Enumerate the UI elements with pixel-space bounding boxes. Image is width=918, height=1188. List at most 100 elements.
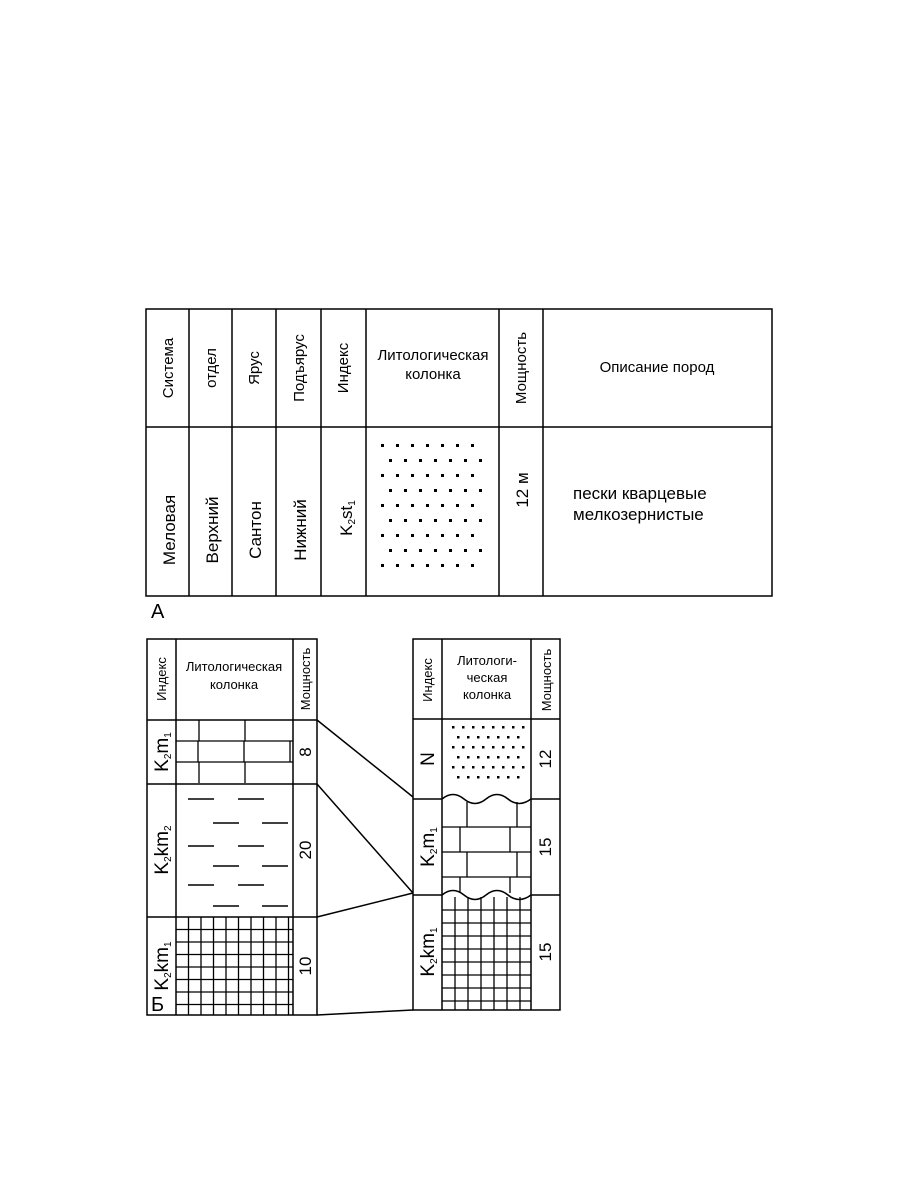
sand-dot: [487, 756, 490, 759]
sand-dot: [497, 736, 500, 739]
header-index: Индекс: [335, 342, 352, 393]
sand-dot: [404, 489, 407, 492]
chalk-grid-pattern: [442, 897, 531, 1010]
panel-a-label: А: [151, 601, 165, 623]
sand-dot: [502, 746, 505, 749]
sand-dot: [472, 726, 475, 729]
sand-dot: [381, 504, 384, 507]
header-stage: Ярус: [246, 351, 263, 385]
sand-dot: [464, 459, 467, 462]
sand-dot: [492, 726, 495, 729]
sand-dot: [497, 756, 500, 759]
sand-dot: [452, 746, 455, 749]
sand-dot: [434, 519, 437, 522]
sand-dot: [512, 726, 515, 729]
right-layer-2-index: K2m1: [418, 827, 440, 867]
cell-description-line2: мелкозернистые: [573, 505, 704, 524]
correlation-lines: [316, 719, 414, 1016]
sand-dot: [389, 459, 392, 462]
sand-dot: [472, 766, 475, 769]
sand-dot: [522, 766, 525, 769]
sand-dot: [479, 489, 482, 492]
sand-dot: [411, 474, 414, 477]
cell-thickness: 12 м: [513, 472, 532, 507]
sand-dot: [471, 474, 474, 477]
right-header-lithology-line1: Литологи-: [457, 653, 517, 668]
sand-dot: [502, 726, 505, 729]
sand-dot: [389, 489, 392, 492]
sand-dot: [467, 776, 470, 779]
unconformity-top: [441, 793, 532, 805]
right-layer-3-thickness: 15: [536, 943, 555, 962]
sand-dot: [456, 444, 459, 447]
panel-b-label: Б: [151, 994, 164, 1016]
sand-dot: [477, 776, 480, 779]
sand-dot: [487, 736, 490, 739]
sand-dot: [411, 534, 414, 537]
sand-dot: [404, 549, 407, 552]
right-header-thickness: Мощность: [539, 649, 554, 712]
left-layer-3-thickness: 10: [296, 957, 315, 976]
sand-dot: [449, 519, 452, 522]
sand-dot: [456, 474, 459, 477]
sand-dot: [381, 534, 384, 537]
right-layer-2-thickness: 15: [536, 838, 555, 857]
sand-dot: [419, 519, 422, 522]
sand-dot: [426, 504, 429, 507]
left-layer-2-thickness: 20: [296, 841, 315, 860]
sand-dot: [441, 534, 444, 537]
right-layer-3-index: K2km1: [418, 927, 440, 977]
sand-dot: [457, 756, 460, 759]
sand-dot: [449, 459, 452, 462]
sand-dot: [512, 746, 515, 749]
panel-a-table: Система отдел Ярус Подъярус Индекс Литол…: [145, 308, 773, 597]
sand-dot: [456, 564, 459, 567]
sand-dot: [471, 534, 474, 537]
sand-dot: [396, 564, 399, 567]
sand-dot: [419, 549, 422, 552]
sand-dot: [472, 746, 475, 749]
sand-dot: [426, 474, 429, 477]
sand-dot: [434, 549, 437, 552]
sand-dot: [467, 736, 470, 739]
sand-dot: [381, 564, 384, 567]
sand-dot: [507, 756, 510, 759]
cell-stage: Сантон: [246, 501, 265, 559]
clay-pattern: [188, 798, 288, 907]
sand-dot: [457, 736, 460, 739]
sand-dot: [381, 474, 384, 477]
sand-dot: [517, 756, 520, 759]
sand-dot: [441, 444, 444, 447]
sand-dot: [507, 776, 510, 779]
sand-dot: [479, 519, 482, 522]
header-lithology-line2: колонка: [405, 366, 461, 383]
sand-dot: [396, 474, 399, 477]
right-header-index: Индекс: [420, 658, 435, 702]
chalk-grid-pattern: [176, 917, 293, 1015]
left-layer-1-index: K2m1: [152, 732, 174, 772]
sand-dot: [434, 489, 437, 492]
sand-dot: [492, 766, 495, 769]
sand-dot: [487, 776, 490, 779]
sand-dot: [452, 726, 455, 729]
sand-dot: [449, 549, 452, 552]
sand-dot: [471, 504, 474, 507]
sand-pattern: [381, 444, 482, 567]
sand-dot: [497, 776, 500, 779]
sand-dot: [381, 444, 384, 447]
sand-dot: [479, 459, 482, 462]
sand-dot: [389, 519, 392, 522]
left-layer-1-thickness: 8: [296, 747, 315, 756]
sand-dot: [512, 766, 515, 769]
cell-description-line1: пески кварцевые: [573, 484, 707, 503]
left-header-index: Индекс: [154, 657, 169, 701]
sand-dot: [411, 444, 414, 447]
sand-dot: [464, 489, 467, 492]
sand-dot: [517, 736, 520, 739]
sand-dot: [411, 504, 414, 507]
sand-dot: [404, 459, 407, 462]
sand-dot: [479, 549, 482, 552]
sand-dot: [467, 756, 470, 759]
right-header-lithology-line2: ческая: [467, 670, 508, 685]
sand-dot: [396, 534, 399, 537]
